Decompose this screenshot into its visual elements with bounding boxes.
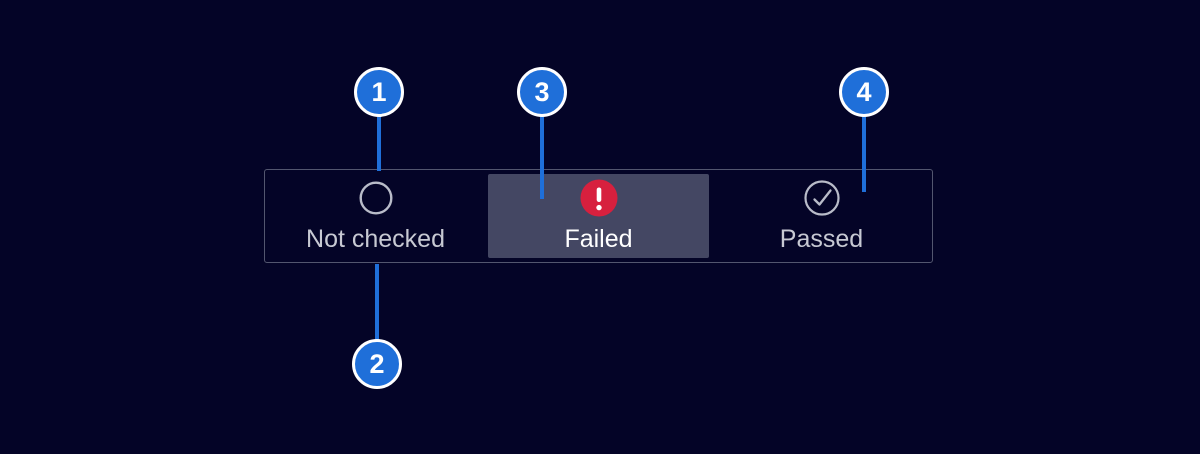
callout-badge-4: 4 [839,67,889,117]
status-label-not-checked: Not checked [306,225,445,253]
callout-line-1 [377,116,381,171]
callout-badge-1: 1 [354,67,404,117]
status-segment-not-checked[interactable]: Not checked [265,170,486,262]
error-badge-icon [580,179,618,217]
circle-outline-icon [357,179,395,217]
status-label-failed: Failed [564,225,633,253]
status-segment-failed-selected[interactable]: Failed [488,174,709,258]
callout-line-4 [862,116,866,192]
status-label-passed: Passed [779,225,864,253]
callout-badge-3: 3 [517,67,567,117]
check-circle-icon [803,179,841,217]
check-status-legend-bar: Not checked Failed Passed [264,169,933,263]
status-segment-passed[interactable]: Passed [711,170,932,262]
callout-badge-2: 2 [352,339,402,389]
callout-line-2 [375,264,379,340]
callout-line-3 [540,116,544,199]
